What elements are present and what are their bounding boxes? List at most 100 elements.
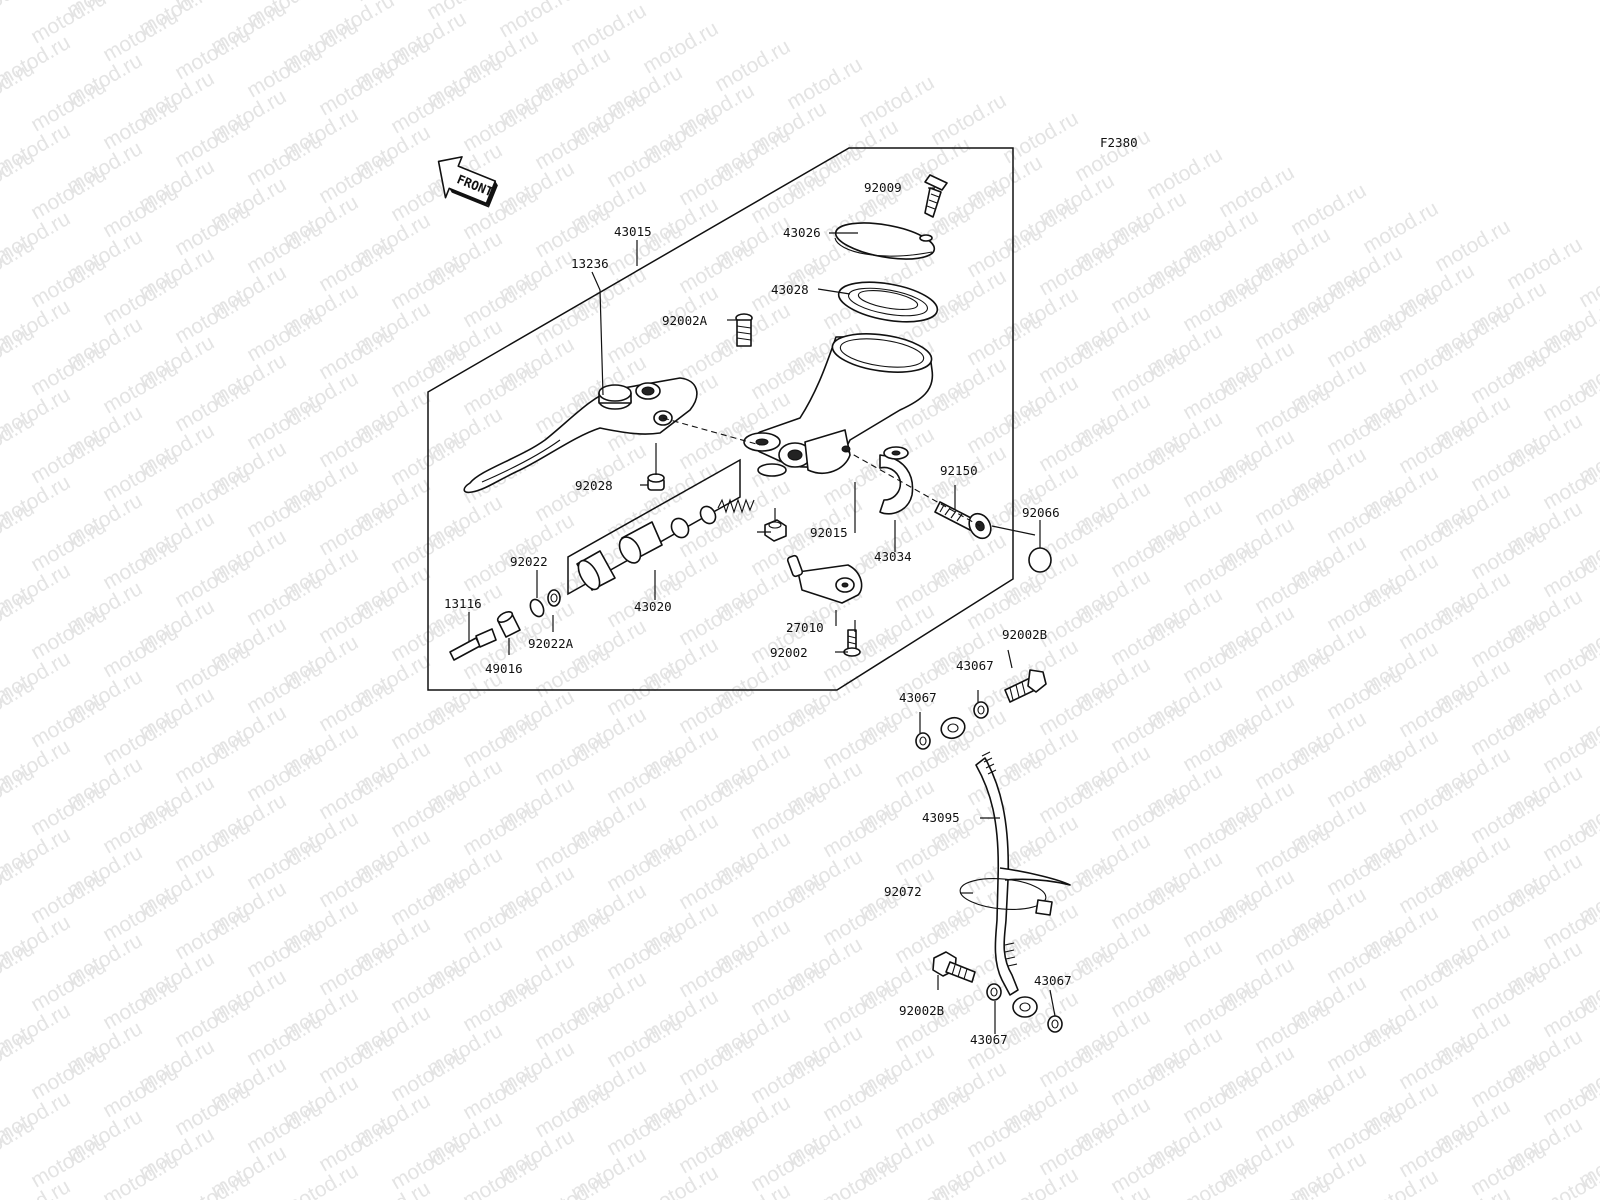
watermark-text: motod.ru — [1431, 215, 1514, 276]
watermark-text: motod.ru — [1107, 1049, 1190, 1110]
watermark-text: motod.ru — [531, 1081, 614, 1142]
watermark-text: motod.ru — [747, 695, 830, 756]
watermark-text: motod.ru — [1251, 645, 1334, 706]
watermark-text: motod.ru — [675, 677, 758, 738]
watermark-text: motod.ru — [819, 1065, 902, 1126]
watermark-text: motod.ru — [675, 853, 758, 914]
label-43095: 43095 — [922, 810, 960, 825]
watermark-text: motod.ru — [243, 217, 326, 278]
watermark-text: motod.ru — [99, 1149, 182, 1200]
watermark-text: motod.ru — [1395, 417, 1478, 478]
watermark-text: motod.ru — [1107, 1137, 1190, 1198]
brake-hose-part — [940, 716, 1038, 1018]
watermark-text: motod.ru — [891, 907, 974, 968]
watermark-text: motod.ru — [171, 111, 254, 172]
watermark-text: motod.ru — [819, 977, 902, 1038]
watermark-text: motod.ru — [1251, 1085, 1334, 1146]
watermark-text: motod.ru — [315, 851, 398, 912]
watermark-text: motod.ru — [603, 835, 686, 896]
watermark-text: motod.ru — [243, 569, 326, 630]
watermark-text: motod.ru — [1179, 1155, 1262, 1200]
watermark-text: motod.ru — [243, 305, 326, 366]
watermark-text: motod.ru — [1323, 311, 1406, 372]
watermark-text: motod.ru — [171, 23, 254, 84]
watermark-text: motod.ru — [171, 727, 254, 788]
part-labels: 43015 92009 43026 43028 92002A 13236 920… — [444, 180, 1072, 1047]
watermark-text: motod.ru — [747, 959, 830, 1020]
watermark-text: motod.ru — [387, 781, 470, 842]
watermark-text: motod.ru — [891, 1083, 974, 1144]
watermark-text: motod.ru — [315, 1027, 398, 1088]
watermark-text: motod.ru — [675, 765, 758, 826]
pivot-collar-part — [647, 473, 665, 491]
watermark-text: motod.ru — [1179, 539, 1262, 600]
label-43067-c: 43067 — [970, 1032, 1008, 1047]
watermark-text: motod.ru — [711, 35, 794, 96]
watermark-text: motod.ru — [1323, 927, 1406, 988]
watermark-text: motod.ru — [1035, 767, 1118, 828]
watermark-text: motod.ru — [459, 887, 542, 948]
watermark-text: motod.ru — [1107, 521, 1190, 582]
watermark-text: motod.ru — [1323, 751, 1406, 812]
watermark-text: motod.ru — [927, 89, 1010, 150]
watermark-text: motod.ru — [675, 1029, 758, 1090]
watermark-text: motod.ru — [459, 271, 542, 332]
watermark-text: motod.ru — [27, 75, 110, 136]
watermark-text: motod.ru — [27, 1043, 110, 1104]
watermark-text: motod.ru — [459, 95, 542, 156]
watermark-text: motod.ru — [171, 815, 254, 876]
watermark-text: motod.ru — [1323, 399, 1406, 460]
banjo-bolt-bottom-part — [932, 951, 976, 983]
watermark-text: motod.ru — [747, 1135, 830, 1196]
watermark-text: motod.ru — [1251, 997, 1334, 1058]
watermark-text: motod.ru — [171, 375, 254, 436]
watermark-text: motod.ru — [963, 221, 1046, 282]
pushrod-part — [449, 628, 497, 661]
label-92150: 92150 — [940, 463, 978, 478]
watermark-text: motod.ru — [27, 603, 110, 664]
watermark-text: motod.ru — [675, 941, 758, 1002]
watermark-text: motod.ru — [747, 783, 830, 844]
watermark-text: motod.ru — [459, 711, 542, 772]
watermark-text: motod.ru — [1035, 591, 1118, 652]
watermark-text: motod.ru — [459, 975, 542, 1036]
watermark-text: motod.ru — [1467, 523, 1550, 584]
watermark-text: motod.ru — [1251, 821, 1334, 882]
watermark-text: motod.ru — [1035, 1031, 1118, 1092]
watermark-text: motod.ru — [1251, 293, 1334, 354]
clamp-part — [879, 446, 914, 515]
label-43015: 43015 — [614, 224, 652, 239]
watermark-text: motod.ru — [99, 357, 182, 418]
watermark-text: motod.ru — [387, 253, 470, 314]
watermark-text: motod.ru — [1395, 593, 1478, 654]
leader-lines — [468, 187, 1056, 1034]
watermark-text: motod.ru — [315, 939, 398, 1000]
watermark-text: motod.ru — [387, 869, 470, 930]
watermark-text: motod.ru — [819, 713, 902, 774]
watermark-text: motod.ru — [603, 747, 686, 808]
watermark-text: motod.ru — [99, 885, 182, 946]
watermark-text: motod.ru — [1395, 1121, 1478, 1182]
label-92015: 92015 — [810, 525, 848, 540]
watermark-text: motod.ru — [27, 0, 110, 48]
watermark-text: motod.ru — [99, 445, 182, 506]
watermark-text: motod.ru — [1179, 363, 1262, 424]
watermark-text: motod.ru — [891, 731, 974, 792]
label-43034: 43034 — [874, 549, 912, 564]
watermark-text: motod.ru — [1323, 1015, 1406, 1076]
watermark-text: motod.ru — [243, 41, 326, 102]
watermark-text: motod.ru — [387, 1133, 470, 1194]
watermark-text: motod.ru — [99, 709, 182, 770]
watermark-text: motod.ru — [1251, 733, 1334, 794]
figure-code-label: F2380 — [1100, 135, 1138, 150]
watermark-text: motod.ru — [1035, 1119, 1118, 1180]
label-43067-b: 43067 — [899, 690, 937, 705]
washer-43067-d-part — [1047, 1015, 1063, 1033]
cap-92066-part — [1028, 547, 1052, 573]
watermark-text: motod.ru — [1107, 873, 1190, 934]
watermark-text: motod.ru — [243, 1097, 326, 1158]
watermark-text: motod.ru — [171, 1167, 254, 1200]
watermark-text: motod.ru — [171, 1079, 254, 1140]
watermark-text: motod.ru — [747, 1047, 830, 1108]
master-cylinder-body-part — [743, 333, 934, 477]
